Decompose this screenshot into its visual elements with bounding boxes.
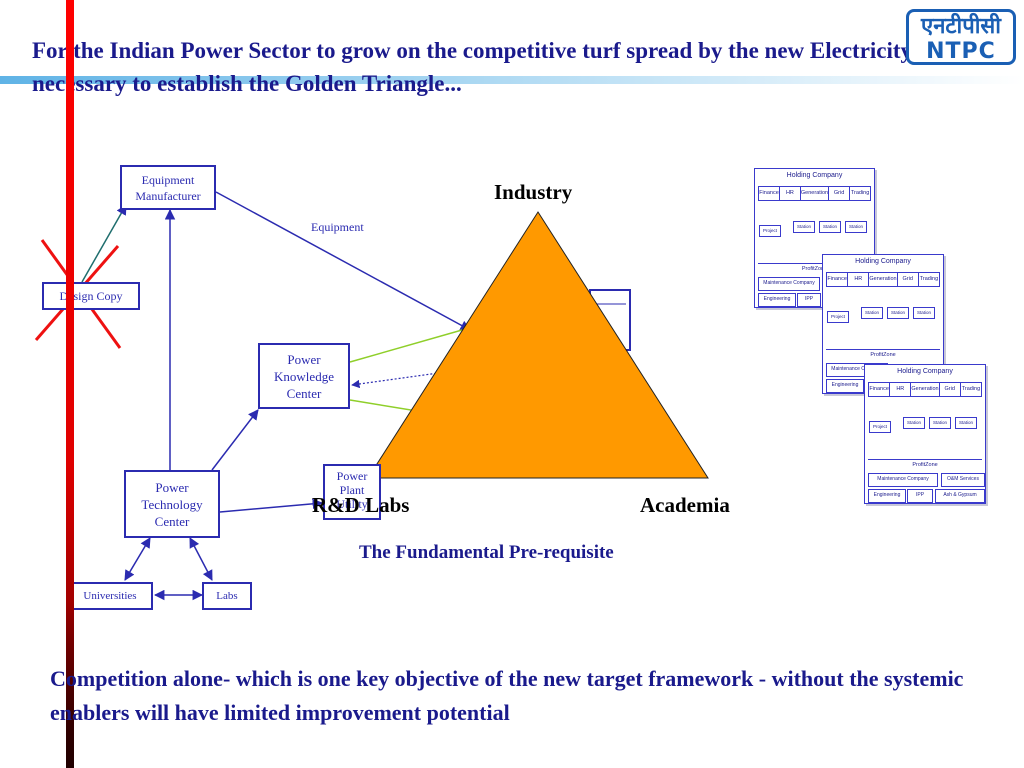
arrow-equipment-to-industry xyxy=(215,191,471,331)
triangle-label-academia: Academia xyxy=(640,493,730,517)
org-station: Station xyxy=(929,417,951,429)
link-pkc-upper xyxy=(349,329,463,363)
universities-label: Universities xyxy=(83,590,137,602)
triangle-caption: The Fundamental Pre-requisite xyxy=(359,542,614,563)
power-knowledge-center-label: Power Knowledge Center xyxy=(274,351,334,401)
logo-hindi-text: एनटीपीसी xyxy=(921,14,1001,39)
org-chart-head: Holding Company xyxy=(855,258,911,265)
equipment-manufacturer-label: Equipment Manufacturer xyxy=(135,172,201,203)
org-profit-zone: ProfitZone xyxy=(826,349,940,360)
header-blue-rule xyxy=(0,76,1024,84)
org-station: Station xyxy=(903,417,925,429)
org-col: Grid xyxy=(829,187,851,200)
left-red-bar-shade xyxy=(66,600,74,768)
org-col: Grid xyxy=(898,273,919,286)
org-col: HR xyxy=(890,383,912,396)
org-station: Station xyxy=(887,307,909,319)
arrow-ptc-to-pkc xyxy=(211,409,259,471)
design-copy-label: Design Copy xyxy=(59,289,123,303)
power-plant-label: Power Plant Utility xyxy=(336,469,368,511)
arrow-ptc-to-plant xyxy=(219,498,324,513)
box-power-plant: Power Plant Utility xyxy=(323,464,381,520)
org-col: Generation xyxy=(801,187,830,200)
org-profit-zone: ProfitZone xyxy=(868,459,982,470)
golden-triangle xyxy=(367,211,709,479)
org-station: Station xyxy=(819,221,841,233)
org-station: Station xyxy=(845,221,867,233)
org-bottom-item: Engineering xyxy=(868,489,906,503)
org-bottom-item: IPP xyxy=(797,293,821,307)
labs-label: Labs xyxy=(216,590,238,602)
org-col: Grid xyxy=(940,383,961,396)
arrow-ptc-universities xyxy=(124,537,151,581)
org-bottom-item: Maintenance Company xyxy=(868,473,938,487)
org-chart-columns: Finance HR Generation Grid Trading xyxy=(868,382,982,397)
org-station: Project xyxy=(827,311,849,323)
box-universities: Universities xyxy=(67,582,153,610)
box-labs: Labs xyxy=(202,582,252,610)
org-col: Finance xyxy=(759,187,780,200)
org-chart-head: Holding Company xyxy=(897,368,953,375)
org-col: Trading xyxy=(919,276,939,282)
arrow-ptc-labs xyxy=(189,537,213,581)
org-station: Station xyxy=(913,307,935,319)
org-col: Finance xyxy=(827,273,849,286)
box-equipment-manufacturer: Equipment Manufacturer xyxy=(120,165,216,210)
org-col: Trading xyxy=(850,190,870,196)
org-station: Project xyxy=(759,225,781,237)
org-chart-3: Holding Company Finance HR Generation Gr… xyxy=(864,364,986,504)
triangle-label-industry: Industry xyxy=(494,180,573,204)
logo-english-text: NTPC xyxy=(926,39,996,64)
org-bottom-item: Maintenance Company xyxy=(758,277,820,291)
org-bottom-item: IPP xyxy=(907,489,933,503)
power-technology-center-label: Power Technology Center xyxy=(141,479,203,529)
triangle-label-rnd-labs: R&D Labs xyxy=(312,493,410,517)
org-station: Station xyxy=(955,417,977,429)
org-col: Generation xyxy=(911,383,940,396)
org-station: Station xyxy=(793,221,815,233)
org-bottom-item: O&M Services xyxy=(941,473,985,487)
org-col: Trading xyxy=(961,386,981,392)
org-bottom-item: Ash & Gypsum xyxy=(935,489,985,503)
org-col: HR xyxy=(780,187,801,200)
org-chart-columns: Finance HR Generation Grid Trading xyxy=(826,272,940,287)
org-bottom-item: Engineering xyxy=(826,379,864,393)
conclusion-text: Competition alone- which is one key obje… xyxy=(50,666,964,725)
box-power-knowledge-center: Power Knowledge Center xyxy=(258,343,350,409)
org-col: Finance xyxy=(869,383,891,396)
org-station: Project xyxy=(869,421,891,433)
org-chart-columns: Finance HR Generation Grid Trading xyxy=(758,186,871,201)
equipment-flow-label: Equipment xyxy=(311,220,364,234)
org-profit-zone: ProfitZone xyxy=(758,263,871,274)
left-red-bar xyxy=(66,0,74,768)
arrow-designcopy-to-manufacturer xyxy=(81,204,127,283)
slide-title: For the Indian Power Sector to grow on t… xyxy=(32,38,1003,96)
org-col: Generation xyxy=(869,273,898,286)
box-power-technology-center: Power Technology Center xyxy=(124,470,220,538)
org-chart-head: Holding Company xyxy=(786,172,843,179)
org-station: Station xyxy=(861,307,883,319)
org-bottom-item: Engineering xyxy=(758,293,796,307)
org-col: HR xyxy=(848,273,870,286)
ntpc-logo: एनटीपीसी NTPC xyxy=(906,9,1016,65)
box-design-copy: Design Copy xyxy=(42,282,140,310)
